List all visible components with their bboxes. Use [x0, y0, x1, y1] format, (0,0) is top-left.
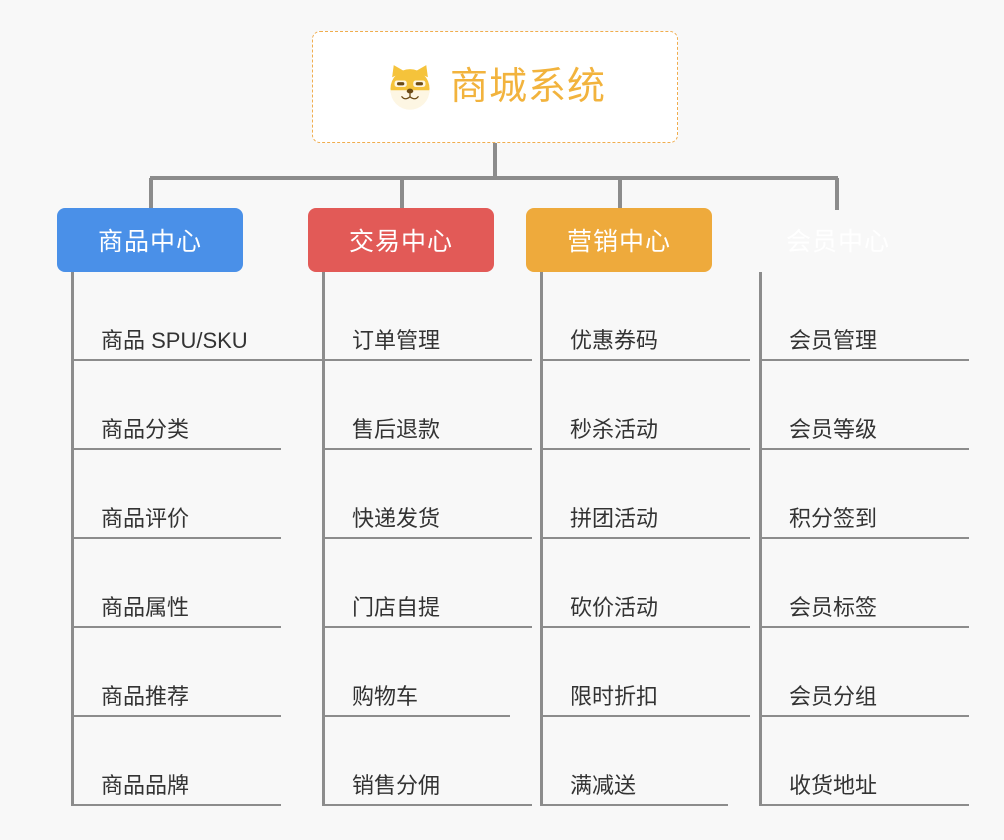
list-item[interactable]: 会员等级 — [745, 361, 969, 450]
category-item-list: 优惠券码秒杀活动拼团活动砍价活动限时折扣满减送 — [526, 272, 750, 806]
list-item-underline: 积分签到 — [759, 505, 969, 539]
list-item-label: 会员标签 — [789, 594, 878, 620]
list-item-label: 拼团活动 — [570, 505, 659, 531]
list-item-underline: 拼团活动 — [540, 505, 750, 539]
list-item-underline: 售后退款 — [322, 416, 532, 450]
list-item-underline: 收货地址 — [759, 772, 969, 806]
list-item-underline: 门店自提 — [322, 594, 532, 628]
list-item-label: 商品推荐 — [101, 683, 190, 709]
category-box[interactable]: 交易中心 — [308, 208, 494, 272]
list-item[interactable]: 售后退款 — [308, 361, 532, 450]
category-column: 交易中心订单管理售后退款快递发货门店自提购物车销售分佣 — [308, 208, 532, 806]
list-item[interactable]: 满减送 — [526, 717, 728, 806]
list-item-label: 销售分佣 — [352, 772, 441, 798]
list-item-underline: 商品推荐 — [71, 683, 281, 717]
list-item[interactable]: 商品分类 — [57, 361, 281, 450]
list-item-underline: 会员等级 — [759, 416, 969, 450]
list-item[interactable]: 积分签到 — [745, 450, 969, 539]
list-item-underline: 商品品牌 — [71, 772, 281, 806]
list-item-label: 积分签到 — [789, 505, 878, 531]
category-column: 商品中心商品 SPU/SKU 商品分类商品评价商品属性商品推荐商品品牌 — [57, 208, 327, 806]
list-item-label: 限时折扣 — [570, 683, 659, 709]
category-item-list: 订单管理售后退款快递发货门店自提购物车销售分佣 — [308, 272, 532, 806]
list-item-label: 售后退款 — [352, 416, 441, 442]
list-item-underline: 快递发货 — [322, 505, 532, 539]
root-title: 商城系统 — [449, 66, 606, 108]
list-item[interactable]: 快递发货 — [308, 450, 532, 539]
category-item-list: 商品 SPU/SKU 商品分类商品评价商品属性商品推荐商品品牌 — [57, 272, 327, 806]
column-spine — [759, 272, 762, 806]
category-label: 交易中心 — [348, 228, 453, 256]
list-item-label: 砍价活动 — [570, 594, 659, 620]
category-label: 商品中心 — [97, 228, 202, 256]
list-item-underline: 会员管理 — [759, 327, 969, 361]
list-item-label: 会员管理 — [789, 327, 878, 353]
list-item[interactable]: 收货地址 — [745, 717, 969, 806]
list-item-underline: 商品评价 — [71, 505, 281, 539]
list-item[interactable]: 商品品牌 — [57, 717, 281, 806]
category-box[interactable]: 营销中心 — [526, 208, 712, 272]
category-box[interactable]: 商品中心 — [57, 208, 243, 272]
list-item[interactable]: 秒杀活动 — [526, 361, 750, 450]
list-item-label: 商品评价 — [101, 505, 190, 531]
list-item-label: 门店自提 — [352, 594, 441, 620]
list-item-underline: 销售分佣 — [322, 772, 532, 806]
list-item-underline: 商品分类 — [71, 416, 281, 450]
category-label: 营销中心 — [566, 228, 671, 256]
column-spine — [322, 272, 325, 806]
list-item[interactable]: 会员分组 — [745, 628, 969, 717]
list-item[interactable]: 会员标签 — [745, 539, 969, 628]
list-item[interactable]: 销售分佣 — [308, 717, 532, 806]
category-box[interactable]: 会员中心 — [745, 208, 931, 272]
list-item[interactable]: 商品 SPU/SKU — [57, 272, 327, 361]
list-item[interactable]: 砍价活动 — [526, 539, 750, 628]
list-item-underline: 满减送 — [540, 772, 728, 806]
list-item-label: 商品分类 — [101, 416, 190, 442]
list-item[interactable]: 门店自提 — [308, 539, 532, 628]
list-item-underline: 订单管理 — [322, 327, 532, 361]
list-item-label: 满减送 — [570, 772, 637, 798]
shiba-inu-icon — [390, 65, 430, 110]
list-item-label: 会员分组 — [789, 683, 878, 709]
list-item[interactable]: 拼团活动 — [526, 450, 750, 539]
list-item[interactable]: 限时折扣 — [526, 628, 750, 717]
list-item[interactable]: 优惠券码 — [526, 272, 750, 361]
list-item-underline: 会员分组 — [759, 683, 969, 717]
list-item-label: 商品 SPU/SKU — [101, 327, 248, 353]
list-item-label: 订单管理 — [352, 327, 441, 353]
list-item[interactable]: 会员管理 — [745, 272, 969, 361]
category-column: 营销中心优惠券码秒杀活动拼团活动砍价活动限时折扣满减送 — [526, 208, 750, 806]
list-item-underline: 购物车 — [322, 683, 510, 717]
category-label: 会员中心 — [785, 228, 890, 256]
list-item[interactable]: 商品评价 — [57, 450, 281, 539]
list-item-underline: 优惠券码 — [540, 327, 750, 361]
list-item-underline: 会员标签 — [759, 594, 969, 628]
list-item-underline: 限时折扣 — [540, 683, 750, 717]
column-spine — [71, 272, 74, 806]
list-item[interactable]: 购物车 — [308, 628, 510, 717]
list-item-underline: 秒杀活动 — [540, 416, 750, 450]
list-item-label: 优惠券码 — [570, 327, 659, 353]
list-item[interactable]: 订单管理 — [308, 272, 532, 361]
root-node[interactable]: 商城系统 — [312, 31, 678, 143]
list-item-label: 商品品牌 — [101, 772, 190, 798]
list-item-label: 会员等级 — [789, 416, 878, 442]
list-item[interactable]: 商品属性 — [57, 539, 281, 628]
list-item-underline: 商品属性 — [71, 594, 281, 628]
list-item-label: 快递发货 — [352, 505, 441, 531]
list-item-label: 收货地址 — [789, 772, 878, 798]
list-item-label: 秒杀活动 — [570, 416, 659, 442]
category-column: 会员中心会员管理会员等级积分签到会员标签会员分组收货地址 — [745, 208, 969, 806]
list-item-underline: 砍价活动 — [540, 594, 750, 628]
column-spine — [540, 272, 543, 806]
list-item-underline: 商品 SPU/SKU — [71, 327, 327, 361]
list-item[interactable]: 商品推荐 — [57, 628, 281, 717]
list-item-label: 商品属性 — [101, 594, 190, 620]
list-item-label: 购物车 — [352, 683, 419, 709]
category-item-list: 会员管理会员等级积分签到会员标签会员分组收货地址 — [745, 272, 969, 806]
